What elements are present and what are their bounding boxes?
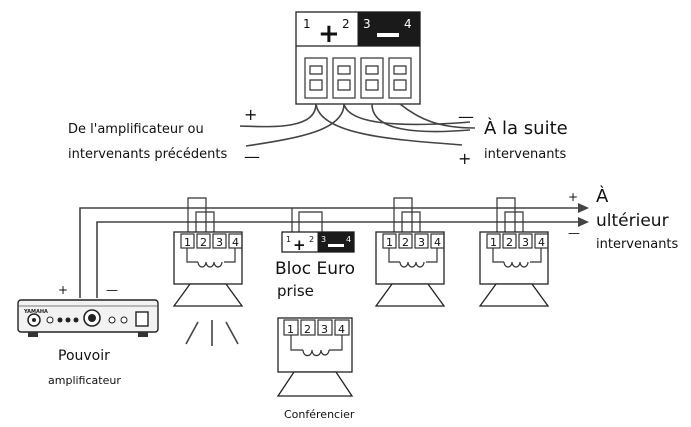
terminal-2: 2 bbox=[304, 323, 311, 336]
terminal-4: 4 bbox=[538, 236, 545, 249]
small-pin-1: 1 bbox=[286, 235, 291, 244]
power-amplifier: + — YAMAHA bbox=[17, 283, 159, 337]
to-plus-sign: + bbox=[458, 149, 471, 168]
terminal-3: 3 bbox=[216, 236, 223, 249]
bus-lines bbox=[79, 203, 589, 298]
plus-icon: + bbox=[318, 19, 340, 49]
small-minus-icon bbox=[328, 244, 344, 247]
pin-3-label: 3 bbox=[363, 17, 371, 31]
terminal-1: 1 bbox=[184, 236, 191, 249]
speaker-2: 1 2 3 4 bbox=[374, 197, 446, 307]
to-minus-sign: — bbox=[458, 107, 474, 126]
speaker-cone-icon bbox=[374, 283, 446, 307]
pin-2-label: 2 bbox=[342, 17, 350, 31]
terminal-3: 3 bbox=[321, 323, 328, 336]
speaker-label: Conférencier bbox=[284, 408, 355, 421]
euro-label-line1: Bloc Euro bbox=[275, 259, 355, 279]
speaker-1: 1 2 3 4 bbox=[172, 197, 244, 346]
arrow-minus-icon bbox=[578, 217, 589, 227]
further-label-line1: À bbox=[596, 185, 609, 207]
speaker-legend: 1 2 3 4 bbox=[276, 317, 354, 397]
euro-label-line2: prise bbox=[277, 282, 314, 300]
small-plus-icon: + bbox=[293, 236, 306, 254]
further-minus-sign: — bbox=[568, 226, 580, 240]
sound-wave-icon bbox=[185, 320, 239, 346]
speaker-cone-icon bbox=[276, 371, 354, 397]
amp-label-line1: Pouvoir bbox=[58, 348, 110, 364]
further-label-line3: intervenants bbox=[596, 237, 679, 252]
terminal-3: 3 bbox=[418, 236, 425, 249]
terminal-1: 1 bbox=[386, 236, 393, 249]
to-label-line2: intervenants bbox=[484, 147, 567, 162]
small-pin-2: 2 bbox=[309, 235, 314, 244]
pin-4-label: 4 bbox=[404, 17, 412, 31]
euro-block-large: 1 2 + 3 4 bbox=[295, 11, 421, 105]
speaker-cone-icon bbox=[478, 283, 550, 307]
terminal-4: 4 bbox=[434, 236, 441, 249]
amp-plus-sign: + bbox=[58, 283, 68, 297]
minus-icon bbox=[377, 33, 399, 37]
coil-icon bbox=[302, 349, 330, 357]
small-pin-4: 4 bbox=[346, 235, 351, 244]
terminal-4: 4 bbox=[338, 323, 345, 336]
from-minus-sign: — bbox=[244, 147, 260, 166]
pin-1-label: 1 bbox=[303, 17, 311, 31]
from-label-line2: intervenants précédents bbox=[68, 147, 227, 162]
further-label-line2: ultérieur bbox=[596, 211, 669, 231]
terminal-1: 1 bbox=[490, 236, 497, 249]
coil-icon bbox=[399, 261, 425, 268]
amp-label-line2: amplificateur bbox=[48, 374, 121, 387]
from-plus-sign: + bbox=[244, 105, 257, 124]
coil-icon bbox=[197, 261, 223, 268]
terminal-1: 1 bbox=[287, 323, 294, 336]
further-plus-sign: + bbox=[568, 190, 578, 204]
euro-block-small: 1 2 + 3 4 bbox=[281, 208, 355, 254]
cross-wires bbox=[239, 103, 476, 147]
terminal-2: 2 bbox=[506, 236, 513, 249]
terminal-2: 2 bbox=[402, 236, 409, 249]
speaker-3: 1 2 3 4 bbox=[478, 197, 550, 307]
terminal-3: 3 bbox=[522, 236, 529, 249]
amp-minus-sign: — bbox=[106, 283, 118, 297]
terminal-4: 4 bbox=[232, 236, 239, 249]
small-pin-3: 3 bbox=[321, 235, 326, 244]
from-label-line1: De l'amplificateur ou bbox=[68, 122, 204, 137]
arrow-plus-icon bbox=[578, 203, 589, 213]
terminal-2: 2 bbox=[200, 236, 207, 249]
speaker-cone-icon bbox=[172, 283, 244, 307]
to-label-line1: À la suite bbox=[484, 117, 568, 139]
coil-icon bbox=[503, 261, 529, 268]
switch-icon bbox=[135, 311, 149, 327]
brand-logo: YAMAHA bbox=[23, 309, 48, 315]
